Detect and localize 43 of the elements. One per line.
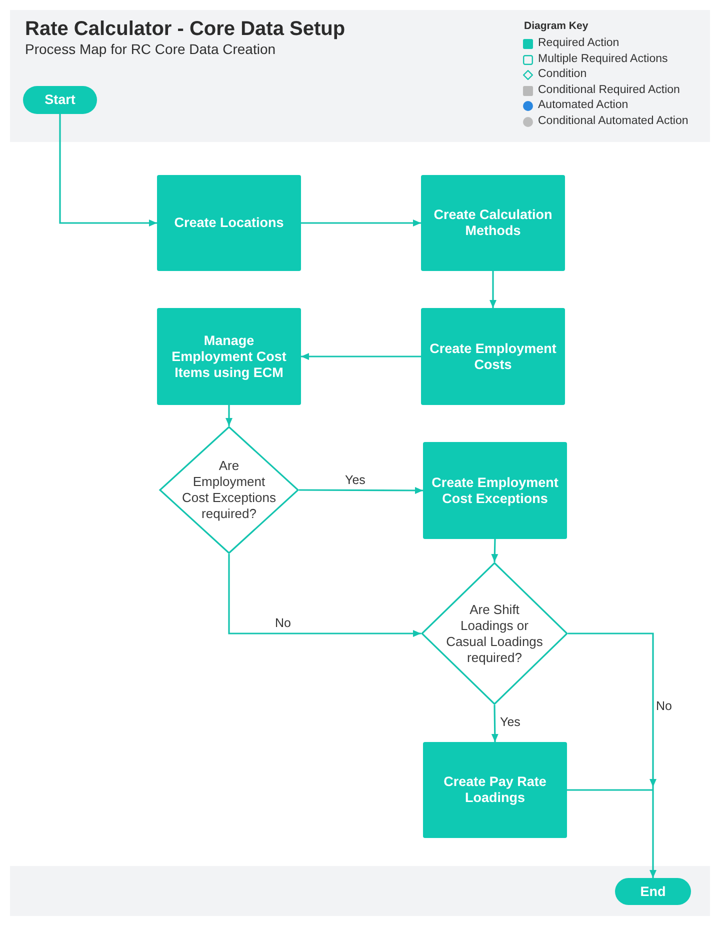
process-box <box>423 742 567 838</box>
legend-text: Condition <box>538 68 587 82</box>
legend-heading: Diagram Key <box>524 20 588 32</box>
arrow <box>226 405 232 426</box>
process-label: Create Employment Cost Exceptions <box>430 474 560 506</box>
process-box <box>421 175 565 271</box>
process-box <box>423 442 567 539</box>
arrow <box>301 220 421 226</box>
terminal-label: End <box>640 884 666 900</box>
legend-text: Conditional Automated Action <box>538 115 688 128</box>
arrow <box>491 704 498 742</box>
arrow <box>491 538 498 562</box>
process-box <box>421 308 565 405</box>
legend-text: Automated Action <box>538 99 628 112</box>
arrow <box>650 787 656 878</box>
edge-label: Yes <box>500 715 520 729</box>
connector-line <box>567 789 653 791</box>
process-label: Create Locations <box>174 215 284 231</box>
arrow <box>228 554 421 637</box>
process-label: Create Employment Costs <box>428 340 558 372</box>
arrow <box>490 271 496 308</box>
legend-text: Required Action <box>538 37 620 50</box>
edge-label: Yes <box>345 473 366 487</box>
legend-text: Conditional Required Action <box>538 84 680 97</box>
terminal-label: Start <box>44 92 76 108</box>
arrow <box>568 632 656 787</box>
arrow <box>299 486 423 494</box>
process-label: Create Pay Rate Loadings <box>442 774 548 806</box>
diagram-title: Rate Calculator - Core Data Setup <box>25 18 346 41</box>
end-terminal <box>615 878 691 905</box>
process-box <box>157 175 301 271</box>
start-terminal <box>23 86 97 114</box>
arrow <box>59 114 157 226</box>
process-box <box>157 308 301 405</box>
process-label: Manage Employment Cost Items using ECM <box>170 332 288 380</box>
edge-label: No <box>275 616 291 630</box>
decision-text: Are Employment Cost Exceptions required? <box>181 458 277 522</box>
edge-label: No <box>656 699 672 713</box>
process-label: Create Calculation Methods <box>432 207 554 239</box>
arrow <box>301 353 421 360</box>
subtitle: Process Map for RC Core Data Creation <box>25 41 276 57</box>
legend-text: Multiple Required Actions <box>538 52 668 66</box>
decision-text: Are Shift Loadings or Casual Loadings required? <box>445 602 544 666</box>
